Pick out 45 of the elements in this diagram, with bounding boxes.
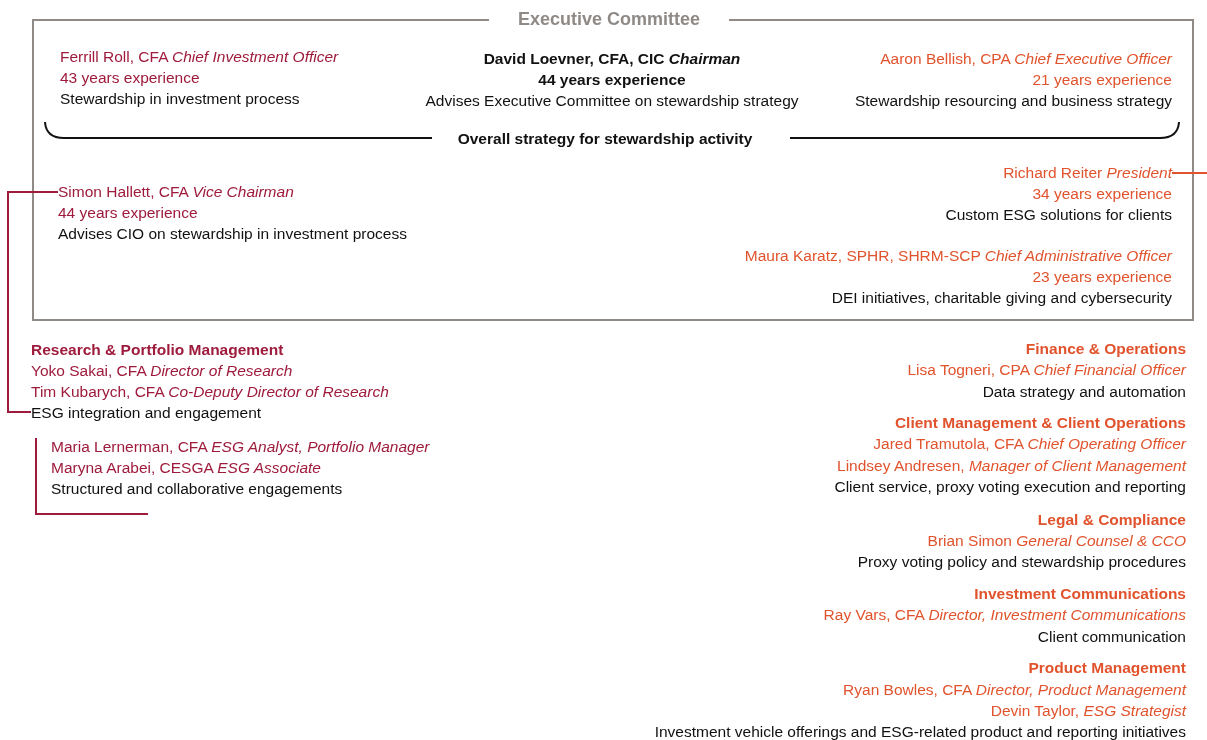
- role-text: Client service, proxy voting execution and reporting: [834, 478, 1186, 495]
- role-text: Client communication: [1037, 628, 1186, 645]
- person-text: Lindsey Andresen, Manager of Client Management: [837, 457, 1186, 474]
- person-text: 34 years experience: [1032, 185, 1172, 202]
- team-heading: Finance & Operations: [1025, 340, 1186, 357]
- team-heading: Client Management & Client Operations: [894, 414, 1186, 431]
- person-text: Maura Karatz, SPHR, SHRM-SCP Chief Administrative Officer: [744, 247, 1172, 264]
- person-text: Jared Tramutola, CFA Chief Operating Officer: [873, 435, 1186, 452]
- person-text: Aaron Bellish, CPA Chief Executive Officer: [880, 50, 1172, 67]
- role-text: Investment vehicle offerings and ESG-related product and reporting initiatives: [654, 723, 1186, 740]
- role-text: Advises CIO on stewardship in investment process: [58, 225, 407, 242]
- person-text: 44 years experience: [58, 204, 198, 221]
- role-text: Data strategy and automation: [982, 383, 1186, 400]
- person-text: Maryna Arabei, CESGA ESG Associate: [51, 459, 321, 476]
- person-text: Ryan Bowles, CFA Director, Product Management: [843, 681, 1186, 698]
- person-text: Richard Reiter President: [1003, 164, 1172, 181]
- team-heading: Investment Communications: [974, 585, 1186, 602]
- role-text: Stewardship resourcing and business strategy: [854, 92, 1172, 109]
- role-text: 44 years experience: [538, 71, 686, 88]
- team-heading: Legal & Compliance: [1037, 511, 1186, 528]
- connector-line: [1171, 172, 1207, 174]
- role-text: Stewardship in investment process: [60, 90, 300, 107]
- team-heading: Product Management: [1028, 659, 1186, 676]
- role-text: Structured and collaborative engagements: [51, 480, 343, 497]
- role-text: Custom ESG solutions for clients: [945, 206, 1172, 223]
- person-text: Yoko Sakai, CFA Director of Research: [31, 362, 293, 379]
- person-text: Simon Hallett, CFA Vice Chairman: [58, 183, 294, 200]
- person-text: Ferrill Roll, CFA Chief Investment Officer: [60, 48, 339, 65]
- person-text: 43 years experience: [60, 69, 200, 86]
- person-text: Ray Vars, CFA Director, Investment Communications: [823, 606, 1186, 623]
- connector-line: [7, 191, 59, 413]
- role-text: Advises Executive Committee on stewardship strategy: [425, 92, 799, 109]
- person-text: Brian Simon General Counsel & CCO: [927, 532, 1186, 549]
- brace-label: Overall strategy for stewardship activity: [457, 130, 753, 147]
- person-text: 23 years experience: [1032, 268, 1172, 285]
- person-text: Maria Lernerman, CFA ESG Analyst, Portfolio Manager: [51, 438, 430, 455]
- person-text: Lisa Togneri, CPA Chief Financial Officer: [907, 361, 1186, 378]
- role-text: ESG integration and engagement: [31, 404, 262, 421]
- person-text: Devin Taylor, ESG Strategist: [990, 702, 1186, 719]
- person-text: 21 years experience: [1032, 71, 1172, 88]
- person-text: Tim Kubarych, CFA Co-Deputy Director of Research: [31, 383, 389, 400]
- role-text: Proxy voting policy and stewardship procedures: [857, 553, 1186, 570]
- team-heading: Research & Portfolio Management: [31, 341, 284, 358]
- role-text: DEI initiatives, charitable giving and cybersecurity: [831, 289, 1172, 306]
- role-text: David Loevner, CFA, CIC Chairman: [483, 50, 741, 67]
